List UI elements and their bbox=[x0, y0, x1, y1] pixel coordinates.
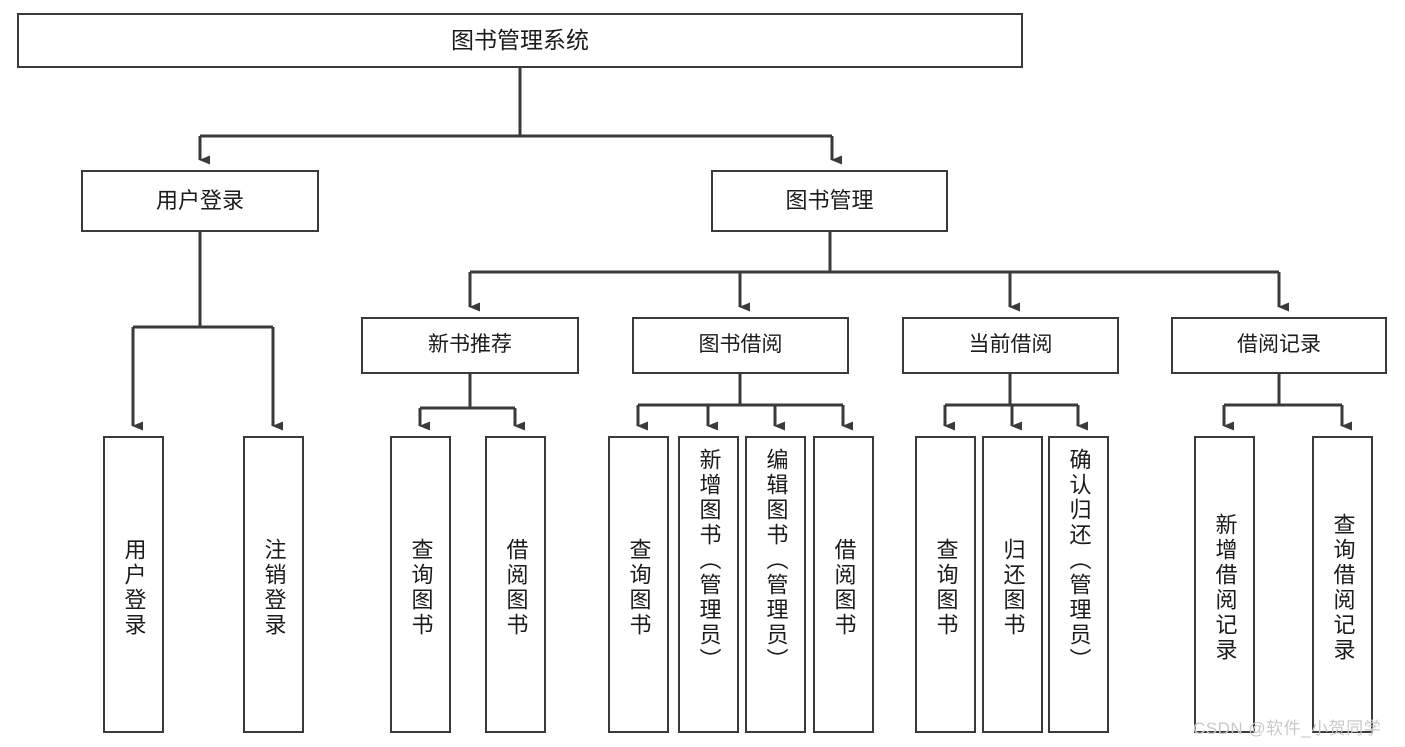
node-label: 借阅图书 bbox=[831, 537, 857, 638]
leaf-query-book-borrow[interactable]: 查询图书 bbox=[608, 436, 669, 733]
node-borrow-record[interactable]: 借阅记录 bbox=[1171, 317, 1387, 374]
leaf-add-book-admin[interactable]: 新增图书（管理员） bbox=[678, 436, 739, 733]
node-label: 借阅记录 bbox=[1237, 333, 1321, 357]
leaf-borrow-book[interactable]: 借阅图书 bbox=[813, 436, 874, 733]
node-label: 借阅图书 bbox=[503, 537, 529, 638]
node-label: 查询借阅记录 bbox=[1330, 512, 1356, 663]
leaf-edit-book-admin[interactable]: 编辑图书（管理员） bbox=[745, 436, 806, 733]
node-current-borrow[interactable]: 当前借阅 bbox=[902, 317, 1119, 374]
node-label: 图书管理 bbox=[785, 188, 874, 214]
node-book-borrow[interactable]: 图书借阅 bbox=[632, 317, 849, 374]
node-label: 注销登录 bbox=[261, 537, 287, 638]
node-label: 编辑图书（管理员） bbox=[763, 448, 789, 673]
watermark: CSDN @软件_小贺同学 bbox=[1193, 719, 1382, 738]
node-label: 归还图书 bbox=[1000, 537, 1026, 638]
node-book-management[interactable]: 图书管理 bbox=[711, 170, 948, 232]
leaf-query-borrow-record[interactable]: 查询借阅记录 bbox=[1312, 436, 1373, 733]
leaf-confirm-return-admin[interactable]: 确认归还（管理员） bbox=[1048, 436, 1109, 733]
leaf-return-book[interactable]: 归还图书 bbox=[982, 436, 1043, 733]
leaf-borrow-book-recommend[interactable]: 借阅图书 bbox=[485, 436, 546, 733]
node-new-book-recommend[interactable]: 新书推荐 bbox=[361, 317, 579, 374]
node-label: 新书推荐 bbox=[428, 333, 512, 357]
node-label: 图书管理系统 bbox=[451, 26, 589, 53]
leaf-logout[interactable]: 注销登录 bbox=[243, 436, 304, 733]
leaf-query-book-recommend[interactable]: 查询图书 bbox=[390, 436, 451, 733]
leaf-user-login[interactable]: 用户登录 bbox=[103, 436, 164, 733]
node-label: 用户登录 bbox=[155, 188, 244, 214]
node-root[interactable]: 图书管理系统 bbox=[17, 13, 1023, 68]
node-label: 新增图书（管理员） bbox=[696, 448, 722, 673]
leaf-query-book-current[interactable]: 查询图书 bbox=[915, 436, 976, 733]
node-label: 图书借阅 bbox=[698, 333, 783, 357]
node-label: 查询图书 bbox=[933, 537, 959, 638]
node-label: 查询图书 bbox=[626, 537, 652, 638]
node-user-login[interactable]: 用户登录 bbox=[81, 170, 319, 232]
node-label: 用户登录 bbox=[121, 537, 147, 638]
node-label: 当前借阅 bbox=[968, 333, 1053, 357]
node-label: 查询图书 bbox=[408, 537, 434, 638]
node-label: 确认归还（管理员） bbox=[1066, 448, 1092, 673]
node-label: 新增借阅记录 bbox=[1212, 512, 1238, 663]
leaf-add-borrow-record[interactable]: 新增借阅记录 bbox=[1194, 436, 1255, 733]
